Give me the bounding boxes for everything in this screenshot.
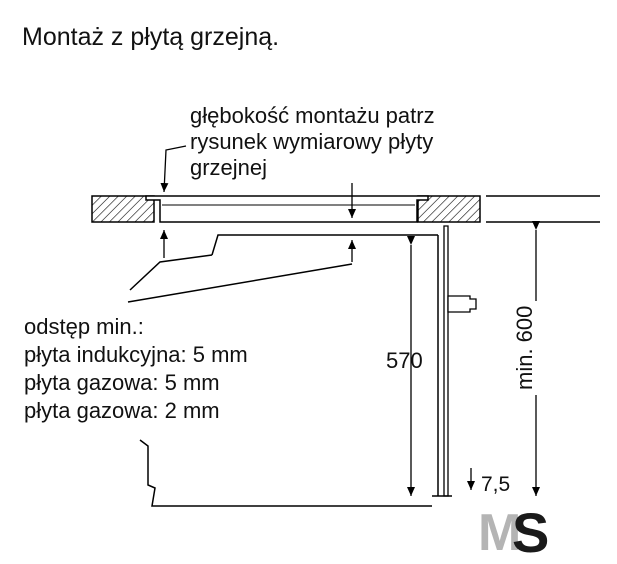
svg-text:S: S bbox=[512, 501, 549, 558]
dimension-570-label: 570 bbox=[386, 348, 423, 373]
mounting-note-leader bbox=[160, 145, 187, 193]
oven-top bbox=[211, 234, 438, 256]
clearance-note-line: płyta gazowa: 5 mm bbox=[24, 370, 220, 395]
page-title: Montaż z płytą grzejną. bbox=[22, 23, 280, 51]
oven-depth-line bbox=[127, 263, 353, 303]
oven-knob bbox=[447, 295, 477, 313]
mounting-depth-note: głębokość montażu patrz rysunek wymiarow… bbox=[190, 103, 435, 181]
dimension-7-5-label: 7,5 bbox=[481, 473, 511, 496]
mounting-note-line: głębokość montażu patrz bbox=[190, 103, 435, 128]
mounting-note-line: grzejnej bbox=[190, 155, 268, 180]
dimension-min-600-label: min. 600 bbox=[512, 300, 538, 395]
clearance-note-line: odstęp min.: bbox=[24, 314, 144, 339]
svg-text:M: M bbox=[478, 504, 518, 558]
clearance-note: odstęp min.: płyta indukcyjna: 5 mm płyt… bbox=[24, 313, 248, 425]
clearance-note-line: płyta gazowa: 2 mm bbox=[24, 398, 220, 423]
ms-logo: M S bbox=[478, 501, 549, 558]
clearance-note-line: płyta indukcyjna: 5 mm bbox=[24, 342, 248, 367]
oven-lower-contour bbox=[139, 439, 432, 507]
oven-upper-contour bbox=[129, 254, 213, 291]
oven-door bbox=[443, 225, 449, 497]
worktop-left bbox=[91, 195, 155, 223]
mounting-note-line: rysunek wymiarowy płyty bbox=[190, 129, 434, 154]
hob-outline bbox=[145, 195, 429, 223]
